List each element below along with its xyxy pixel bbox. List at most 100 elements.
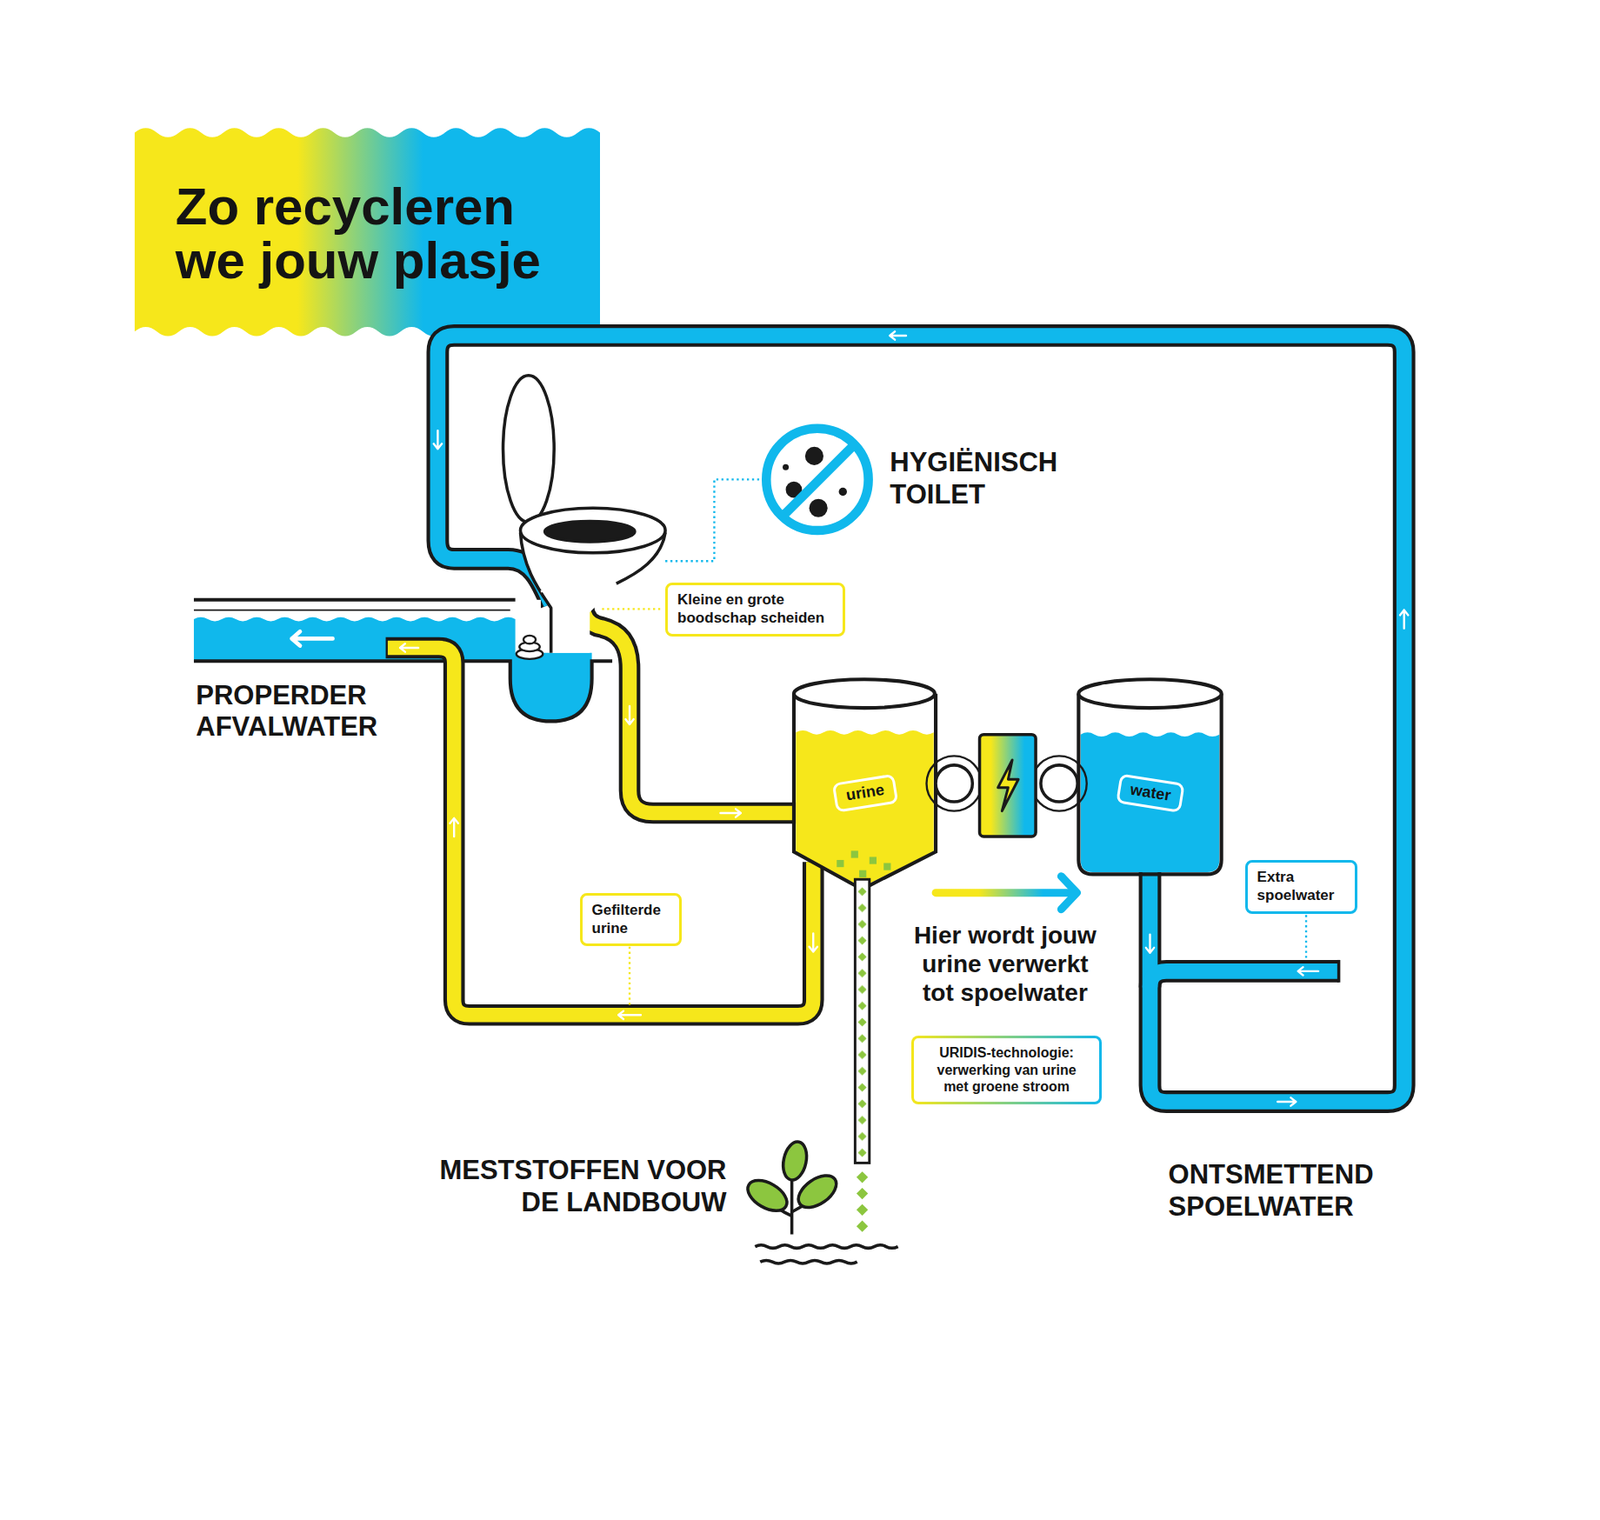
label: HYGIËNISCH TOILET xyxy=(889,446,1058,511)
label: ONTSMETTEND SPOELWATER xyxy=(1168,1159,1374,1223)
flow-arrow xyxy=(292,631,334,646)
connector-arrow xyxy=(935,888,1074,897)
plant-icon xyxy=(780,1140,811,1183)
title-band xyxy=(134,127,600,336)
fertiliser-outlet xyxy=(883,862,891,870)
flow-arrow xyxy=(1277,1097,1296,1106)
box-text: Kleine en grote boodschap scheiden xyxy=(677,591,834,627)
flow-arrow xyxy=(1400,610,1408,629)
label: Hier wordt jouw urine verwerkt tot spoel… xyxy=(908,920,1102,1007)
plant-icon xyxy=(742,1140,899,1264)
sewer-pipe xyxy=(193,600,541,661)
fertiliser-outlet xyxy=(869,856,877,864)
plant-icon xyxy=(742,1173,793,1217)
urine-pipe xyxy=(386,571,814,1015)
fertiliser-outlet xyxy=(836,860,844,867)
fertiliser-outlet xyxy=(851,850,859,858)
plant-icon xyxy=(754,1245,898,1249)
plant-icon xyxy=(790,1173,794,1234)
sewer-pipe xyxy=(193,617,516,661)
hygiene-icon xyxy=(783,446,854,516)
fertiliser-outlet xyxy=(856,1220,868,1232)
leader-line xyxy=(628,946,631,1007)
connector-arrow xyxy=(1060,876,1077,910)
connector-arrow xyxy=(935,876,1077,910)
flow-arrow xyxy=(433,430,442,449)
electro-cell xyxy=(1040,765,1078,802)
hygiene-icon xyxy=(782,464,789,471)
hygiene-icon xyxy=(766,428,868,531)
toilet xyxy=(503,375,555,523)
flow-arrow xyxy=(1146,934,1154,954)
box-text: URIDIS-technologie: verwerking van urine… xyxy=(923,1044,1090,1096)
flow-arrow xyxy=(618,1011,641,1020)
hygiene-icon xyxy=(805,446,824,466)
title: Zo recycleren we jouw plasje xyxy=(175,180,576,289)
fertiliser-outlet xyxy=(859,870,867,878)
poop-icon xyxy=(523,635,536,644)
toilet xyxy=(503,375,667,654)
electro-cell xyxy=(998,760,1019,812)
flow-arrow xyxy=(720,808,740,817)
callout-box: Gefilterde urine xyxy=(580,893,682,947)
flow-arrow xyxy=(450,818,459,837)
flush-water-pipe xyxy=(437,335,1404,1102)
leader-line xyxy=(601,479,1307,1006)
toilet xyxy=(520,532,551,653)
water-tank xyxy=(1078,679,1221,708)
flush-water-pipe xyxy=(437,335,1404,1102)
flow-arrow xyxy=(889,331,907,340)
urine-tank xyxy=(795,730,934,884)
flow-arrow xyxy=(1298,966,1319,975)
leader-line xyxy=(601,607,660,610)
hygiene-icon xyxy=(766,428,868,531)
sewer-pipe xyxy=(193,598,516,602)
flush-water-pipe xyxy=(1337,960,1341,983)
electro-cell xyxy=(926,755,982,811)
leader-line xyxy=(1305,914,1307,961)
flush-water-pipe xyxy=(1150,971,1340,988)
flush-water-pipe xyxy=(437,335,1404,1102)
urine-tank xyxy=(793,693,936,887)
water-tank xyxy=(1078,679,1221,874)
label: MESTSTOFFEN VOOR DE LANDBOUW xyxy=(413,1154,727,1219)
fertiliser-outlet xyxy=(836,850,891,1232)
box-text: Extra spoelwater xyxy=(1257,868,1346,905)
tank: water xyxy=(1078,673,1221,899)
flow-arrow xyxy=(625,706,634,725)
flow-arrow xyxy=(292,331,1409,1106)
urine-pipe xyxy=(386,647,814,1015)
callout-box: URIDIS-technologie: verwerking van urine… xyxy=(911,1035,1102,1105)
fertiliser-outlet xyxy=(856,1187,868,1200)
water-tank xyxy=(1078,693,1221,875)
box-text: Gefilterde urine xyxy=(592,901,670,938)
urine-tank xyxy=(793,679,936,886)
urine-pipe xyxy=(387,647,814,1015)
electro-cell xyxy=(935,765,973,802)
leader-line xyxy=(665,479,760,561)
fertiliser-outlet xyxy=(854,879,869,1163)
toilet xyxy=(520,507,666,554)
fertiliser-outlet xyxy=(856,1171,868,1183)
electro-cell xyxy=(1031,755,1087,811)
tank-label: water xyxy=(1115,773,1185,813)
water-tank xyxy=(1080,732,1220,873)
callout-box: Kleine en grote boodschap scheiden xyxy=(665,582,846,636)
toilet xyxy=(536,577,547,592)
callout-box: Extra spoelwater xyxy=(1245,860,1358,914)
hygiene-icon xyxy=(809,499,828,518)
toilet xyxy=(545,520,635,541)
electro-cell xyxy=(926,734,1087,837)
plant-icon xyxy=(760,1260,857,1264)
poop-icon xyxy=(516,635,544,660)
urine-tank xyxy=(793,679,935,708)
hygiene-icon xyxy=(839,487,847,496)
tank: urine xyxy=(793,673,936,899)
tank-label: urine xyxy=(831,773,898,813)
sewer-pipe xyxy=(193,609,511,612)
flow-arrow xyxy=(809,933,818,952)
label: PROPERDER AFVALWATER xyxy=(195,680,378,744)
flow-arrow xyxy=(400,643,419,652)
electro-cell xyxy=(980,734,1037,837)
